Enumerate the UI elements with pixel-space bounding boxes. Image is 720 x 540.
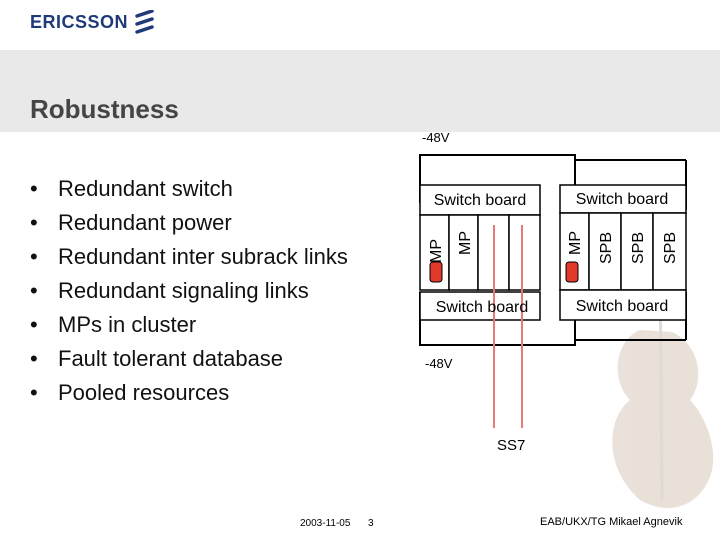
card-left-2-label: MP — [457, 231, 474, 255]
bullet-dot: • — [30, 278, 38, 303]
bullet-text: Redundant power — [58, 210, 232, 235]
title-band — [0, 50, 720, 132]
bullet-text: Fault tolerant database — [58, 346, 284, 371]
bullet-dot: • — [30, 210, 38, 235]
subrack-left: Switch board MP MP — [419, 184, 541, 321]
card-right-3 — [620, 212, 654, 291]
bullet-text: Pooled resources — [58, 380, 230, 405]
logo-text: ERICSSON — [30, 11, 129, 32]
bullet-text: MPs in cluster — [58, 312, 197, 337]
bullet-dot: • — [30, 380, 38, 405]
slide-title: Robustness — [30, 94, 179, 124]
bullet-dot: • — [30, 346, 38, 371]
switch-board-left-top — [419, 184, 541, 216]
switch-board-right-top-label: Switch board — [576, 191, 669, 208]
led-left — [429, 261, 443, 283]
ss7-label: SS7 — [497, 437, 525, 454]
switch-board-right-bottom — [559, 289, 687, 321]
bullet-text: Redundant signaling links — [58, 278, 309, 303]
card-left-4 — [508, 214, 541, 291]
card-right-4-label: SPB — [662, 232, 679, 264]
bullet-dot: • — [30, 312, 38, 337]
bullet-item: • Redundant inter subrack links — [30, 240, 350, 274]
switch-board-right-top — [559, 184, 687, 214]
bullet-list: • Redundant switch • Redundant power • Redu… — [30, 172, 350, 410]
bullet-item: • Redundant switch — [30, 172, 350, 206]
card-right-1-label: MP — [567, 231, 584, 255]
power-line-top — [419, 154, 576, 203]
led-right — [565, 261, 579, 283]
header-band — [0, 0, 720, 50]
bullet-item: • Fault tolerant database — [30, 342, 350, 376]
ericsson-stripes-icon — [135, 10, 154, 34]
power-label-bottom: -48V — [425, 356, 453, 371]
footer-date: 2003-11-05 — [300, 518, 351, 529]
switch-board-right-bottom-label: Switch board — [576, 298, 669, 315]
card-right-3-label: SPB — [630, 232, 647, 264]
card-left-1-label: MP — [428, 239, 445, 263]
bullet-item: • MPs in cluster — [30, 308, 350, 342]
switch-board-left-bottom — [419, 291, 541, 321]
bullet-item: • Redundant power — [30, 206, 350, 240]
bullet-text: Redundant switch — [58, 176, 233, 201]
footer-page-number: 3 — [368, 518, 374, 529]
footer-author: EAB/UKX/TG Mikael Agnevik — [540, 516, 683, 528]
bullet-text: Redundant inter subrack links — [58, 244, 348, 269]
bullet-item: • Pooled resources — [30, 376, 350, 410]
switch-board-left-top-label: Switch board — [434, 192, 527, 209]
bullet-dot: • — [30, 244, 38, 269]
subrack-right: Switch board MP SPB SPB SPB — [559, 184, 687, 321]
bullet-item: • Redundant signaling links — [30, 274, 350, 308]
card-left-2 — [448, 214, 479, 291]
power-label-top: -48V — [422, 130, 450, 145]
bullet-dot: • — [30, 176, 38, 201]
ericsson-logo: ERICSSON — [30, 10, 156, 34]
card-right-2-label: SPB — [598, 232, 615, 264]
switch-board-left-bottom-label: Switch board — [436, 299, 529, 316]
